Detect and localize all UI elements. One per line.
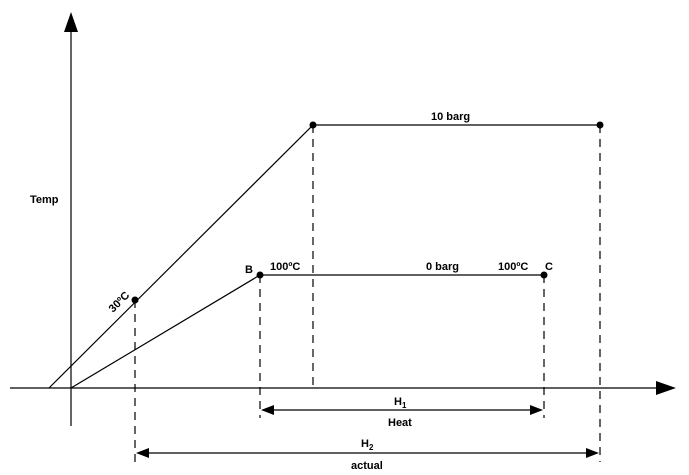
y-axis-arrowhead [64,12,78,32]
x-axis-arrowhead [656,381,676,395]
h2-dimension [136,448,599,458]
h2-right-arrowhead [586,448,599,458]
h2-left-arrowhead [136,448,149,458]
low-pressure-label: 0 barg [426,261,459,273]
point-c-label: C [545,261,553,273]
low-pressure-rise-line [70,274,261,389]
start-temp-label: 30ºC [107,289,133,315]
h2-subscript: 2 [369,443,374,452]
y-axis-label: Temp [30,194,59,206]
point-b-label: B [245,264,253,276]
point-c-temp-label: 100ºC [498,261,528,273]
h1-left-arrowhead [261,405,274,415]
point-b-temp-label: 100ºC [270,261,300,273]
h1-symbol: H [394,396,402,408]
high-pressure-rise-line [48,124,314,389]
low-pressure-curve [70,271,548,389]
h2-caption: actual [351,460,383,472]
h1-dimension [261,405,543,415]
high-pressure-curve [48,121,604,389]
h1-right-arrowhead [530,405,543,415]
h1-label: H1 [394,396,407,410]
h2-label: H2 [361,438,374,452]
h1-caption: Heat [388,417,412,429]
guide-lines [134,125,601,462]
h1-subscript: 1 [402,401,407,410]
h2-symbol: H [361,438,369,450]
high-pressure-label: 10 barg [431,111,470,123]
axes [10,12,676,426]
